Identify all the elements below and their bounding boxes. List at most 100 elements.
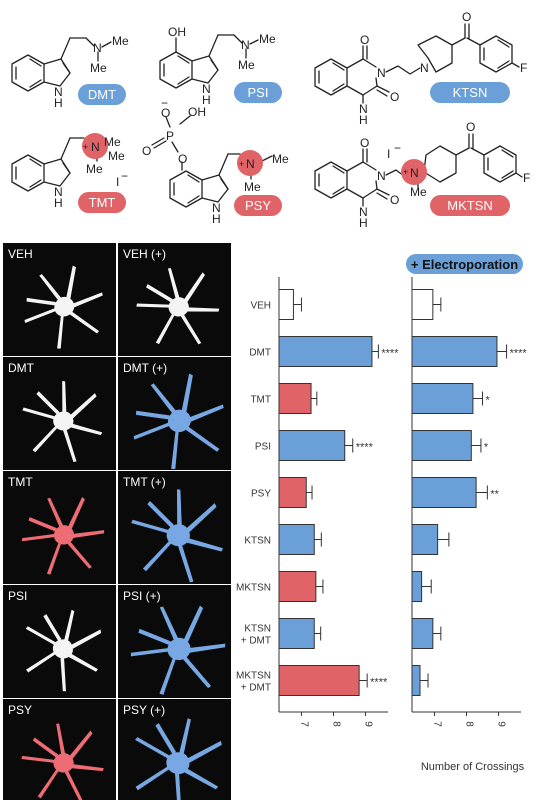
- mktsn-ring-h: H: [359, 216, 368, 230]
- psy-me1: Me: [272, 152, 289, 166]
- micrograph-label: PSY: [8, 703, 32, 717]
- badge-dmt: [78, 84, 126, 105]
- psi-me1: Me: [259, 32, 276, 46]
- molecule-psy: [151, 115, 273, 208]
- psi-me2: Me: [238, 58, 255, 72]
- micrograph-label: VEH: [8, 247, 33, 261]
- psi-n-label: N: [241, 38, 250, 52]
- micrograph-psi: PSI (+): [118, 585, 236, 707]
- bar: [278, 665, 360, 696]
- bar: [278, 524, 315, 555]
- micrograph-label: DMT: [8, 361, 35, 375]
- dmt-ring-h: H: [54, 96, 63, 110]
- psy-me2: Me: [244, 180, 261, 194]
- ktsn-f: F: [520, 61, 527, 75]
- x-tick-label: 8: [464, 721, 475, 727]
- category-label: KTSN: [244, 536, 271, 547]
- bar: [278, 477, 307, 508]
- chem-labels: N Me Me N H OH N Me Me N H N O O N H N O…: [54, 10, 530, 230]
- micrograph-background: [3, 699, 116, 800]
- x-axis-label: Number of Crossings: [421, 761, 525, 773]
- mktsn-me: Me: [410, 185, 427, 199]
- psy-ring-n: N: [212, 201, 221, 215]
- micrograph-label: PSI (+): [123, 589, 161, 603]
- molecule-tmt: [11, 137, 98, 192]
- dmt-n-label: N: [93, 41, 102, 55]
- psy-o-link: O: [178, 152, 187, 166]
- tmt-cation-circle: [82, 133, 108, 159]
- micrograph-label: DMT (+): [123, 361, 167, 375]
- bar: [411, 383, 474, 414]
- ktsn-ring-h: H: [359, 113, 368, 127]
- bar: [411, 571, 423, 602]
- category-label: MKTSN+ DMT: [236, 671, 271, 694]
- molecule-psi: [159, 34, 259, 89]
- micrograph-veh: VEH: [3, 243, 119, 363]
- ktsn-pip-n: N: [420, 61, 429, 75]
- bar: [278, 289, 294, 320]
- micrograph-dmt: DMT (+): [114, 357, 242, 485]
- psi-ring-n: N: [202, 82, 211, 96]
- psy-o-eq: O: [142, 144, 151, 158]
- badge-mktsn: [430, 195, 510, 216]
- chart-title: + Electroporation: [411, 257, 518, 272]
- badge-tmt: [78, 192, 126, 213]
- chemical-structures: [11, 23, 523, 208]
- mktsn-imide-n: N: [377, 169, 386, 183]
- ktsn-imide-n: N: [377, 66, 386, 80]
- tmt-me2: Me: [108, 149, 125, 163]
- category-label: MKTSN: [236, 583, 271, 594]
- significance-label: ****: [356, 442, 374, 454]
- category-label: TMT: [250, 395, 271, 406]
- badge-mktsn-label: MKTSN: [447, 198, 493, 213]
- significance-label: *: [484, 442, 489, 454]
- dmt-me2: Me: [90, 61, 107, 75]
- micrograph-label: PSI: [8, 589, 27, 603]
- micrograph-psy: PSY: [3, 699, 116, 800]
- ktsn-ketone-o: O: [462, 10, 471, 24]
- tmt-plus: +: [83, 142, 88, 152]
- micrograph-psy: PSY (+): [116, 699, 238, 800]
- mktsn-ketone-o: O: [466, 120, 475, 134]
- psy-n-label: N: [246, 157, 255, 171]
- tmt-ring-n: N: [54, 185, 63, 199]
- psy-ring-h: H: [212, 212, 221, 226]
- mktsn-o-top: O: [360, 136, 369, 150]
- x-tick-label: 8: [331, 721, 342, 727]
- x-tick-label: 7: [431, 721, 442, 727]
- ktsn-o-top: O: [360, 33, 369, 47]
- psy-cation-circle: [237, 150, 263, 176]
- bar: [411, 524, 439, 555]
- psy-o-minus: O: [161, 106, 170, 120]
- bar: [278, 336, 373, 367]
- micrograph-psi: PSI: [3, 585, 116, 701]
- category-label: PSI: [255, 442, 271, 453]
- bar: [278, 383, 312, 414]
- significance-label: ****: [510, 348, 528, 360]
- bar: [411, 336, 498, 367]
- tmt-me3: Me: [86, 162, 103, 176]
- psy-oh: OH: [188, 105, 206, 119]
- psy-plus: +: [239, 159, 244, 169]
- micrograph-tmt: TMT: [3, 471, 116, 585]
- mktsn-f: F: [523, 171, 530, 185]
- micrograph-veh: VEH (+): [118, 243, 231, 356]
- significance-label: ****: [381, 348, 399, 360]
- bar: [411, 430, 472, 461]
- mktsn-cation-circle: [401, 159, 427, 185]
- psi-ring-h: H: [202, 93, 211, 107]
- micrograph-label: PSY (+): [123, 703, 165, 717]
- tmt-n-label: N: [91, 140, 100, 154]
- badge-tmt-label: TMT: [89, 195, 116, 210]
- bar: [278, 618, 315, 649]
- tmt-me1: Me: [104, 135, 121, 149]
- micrograph-dmt: DMT: [3, 357, 116, 470]
- bar: [411, 289, 434, 320]
- significance-label: **: [490, 489, 499, 501]
- dmt-ring-n: N: [54, 85, 63, 99]
- molecule-mktsn: [314, 133, 523, 207]
- bar: [411, 618, 434, 649]
- bar: [411, 665, 421, 696]
